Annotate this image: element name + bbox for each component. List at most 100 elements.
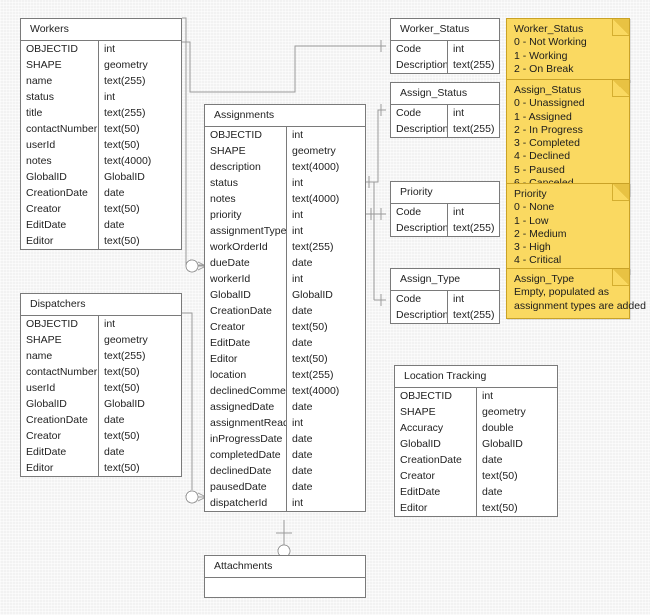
field-name: Accuracy [395,420,477,436]
table-title: Priority [391,182,499,204]
field-name: CreationDate [21,412,99,428]
field-type: text(255) [104,350,146,362]
field-type: text(255) [104,75,146,87]
field-type: text(50) [104,203,140,215]
field-type: date [292,257,313,269]
table-row: completedDate date [205,447,365,463]
note-line: 3 - Completed [514,137,580,150]
field-name: GlobalID [205,287,287,303]
field-type: date [292,465,313,477]
field-name: Creator [21,428,99,444]
field-type: int [292,209,304,221]
entity-table-attachments[interactable]: Attachments [204,555,366,598]
field-name: name [21,73,99,89]
field-type: text(255) [104,107,146,119]
field-name: description [205,159,287,175]
note-fold-icon [612,19,629,36]
table-title: Dispatchers [21,294,181,316]
field-type: text(4000) [104,155,152,167]
field-name: contactNumber [21,121,99,137]
field-name: CreationDate [21,185,99,201]
field-type: int [453,107,465,119]
field-name: completedDate [205,447,287,463]
field-name: Editor [395,500,477,516]
table-title: Attachments [205,556,365,578]
note-line: 4 - Critical [514,254,562,267]
field-type: GlobalID [104,398,145,410]
field-type: date [104,446,125,458]
note-line: 1 - Working [514,49,568,62]
field-type: date [292,401,313,413]
note-line: 0 - Unassigned [514,97,585,110]
field-type: geometry [292,145,336,157]
note-title: Assign_Type [514,273,575,285]
field-type: text(50) [104,430,140,442]
table-row: GlobalID GlobalID [205,287,365,303]
field-type: geometry [482,406,526,418]
table-title: Worker_Status [391,19,499,41]
field-name: name [21,348,99,364]
field-type: date [292,305,313,317]
field-type: int [292,417,304,429]
field-type: text(255) [453,222,495,234]
note-line: assignment types are added [514,299,646,312]
field-type: int [453,206,465,218]
field-type: date [292,449,313,461]
field-type: int [292,177,304,189]
table-title: Location Tracking [395,366,557,388]
field-type: int [453,43,465,55]
field-type: int [292,225,304,237]
field-name: OBJECTID [395,388,477,404]
field-name: Description [391,220,448,236]
field-name: Creator [205,319,287,335]
note-line: 0 - None [514,201,555,214]
field-name: EditDate [21,217,99,233]
field-name: SHAPE [205,143,287,159]
field-name: OBJECTID [21,41,99,57]
field-name: workOrderId [205,239,287,255]
table-row: name text(255) [21,348,181,364]
note-line: 3 - High [514,241,551,254]
field-type: date [482,486,503,498]
table-title: Assignments [205,105,365,127]
field-name: EditDate [21,444,99,460]
field-name: Description [391,57,448,73]
field-type: GlobalID [292,289,333,301]
field-name: notes [21,153,99,169]
note-line: 5 - Paused [514,163,565,176]
field-name: declinedDate [205,463,287,479]
